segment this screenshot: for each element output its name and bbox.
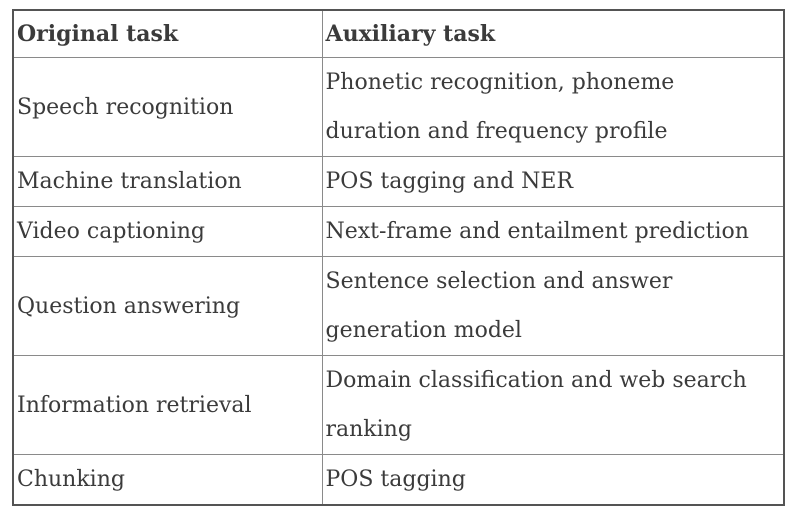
- cell-auxiliary-task: POS tagging: [321, 454, 785, 506]
- cell-auxiliary-task: Next-frame and entailment prediction: [321, 206, 785, 257]
- cell-original-task: Information retrieval: [12, 355, 323, 455]
- original-auxiliary-task-table: Original task Auxiliary task Speech reco…: [12, 9, 785, 506]
- table-row: Video captioning Next-frame and entailme…: [12, 206, 785, 257]
- column-header-auxiliary-task: Auxiliary task: [321, 9, 785, 58]
- cell-auxiliary-task: Sentence selection and answer generation…: [321, 256, 785, 356]
- cell-auxiliary-task: POS tagging and NER: [321, 156, 785, 207]
- task-table-container: Original task Auxiliary task Speech reco…: [12, 9, 785, 506]
- cell-original-task: Question answering: [12, 256, 323, 356]
- cell-auxiliary-task: Domain classification and web search ran…: [321, 355, 785, 455]
- cell-original-task: Video captioning: [12, 206, 323, 257]
- table-row: Question answering Sentence selection an…: [12, 256, 785, 356]
- cell-auxiliary-task: Phonetic recognition, phoneme duration a…: [321, 57, 785, 157]
- cell-original-task: Speech recognition: [12, 57, 323, 157]
- cell-original-task: Machine translation: [12, 156, 323, 207]
- table-row: Speech recognition Phonetic recognition,…: [12, 57, 785, 157]
- table-row: Machine translation POS tagging and NER: [12, 156, 785, 207]
- cell-original-task: Chunking: [12, 454, 323, 506]
- table-row: Information retrieval Domain classificat…: [12, 355, 785, 455]
- column-header-original-task: Original task: [12, 9, 323, 58]
- table-row: Chunking POS tagging: [12, 454, 785, 506]
- table-header-row: Original task Auxiliary task: [12, 9, 785, 58]
